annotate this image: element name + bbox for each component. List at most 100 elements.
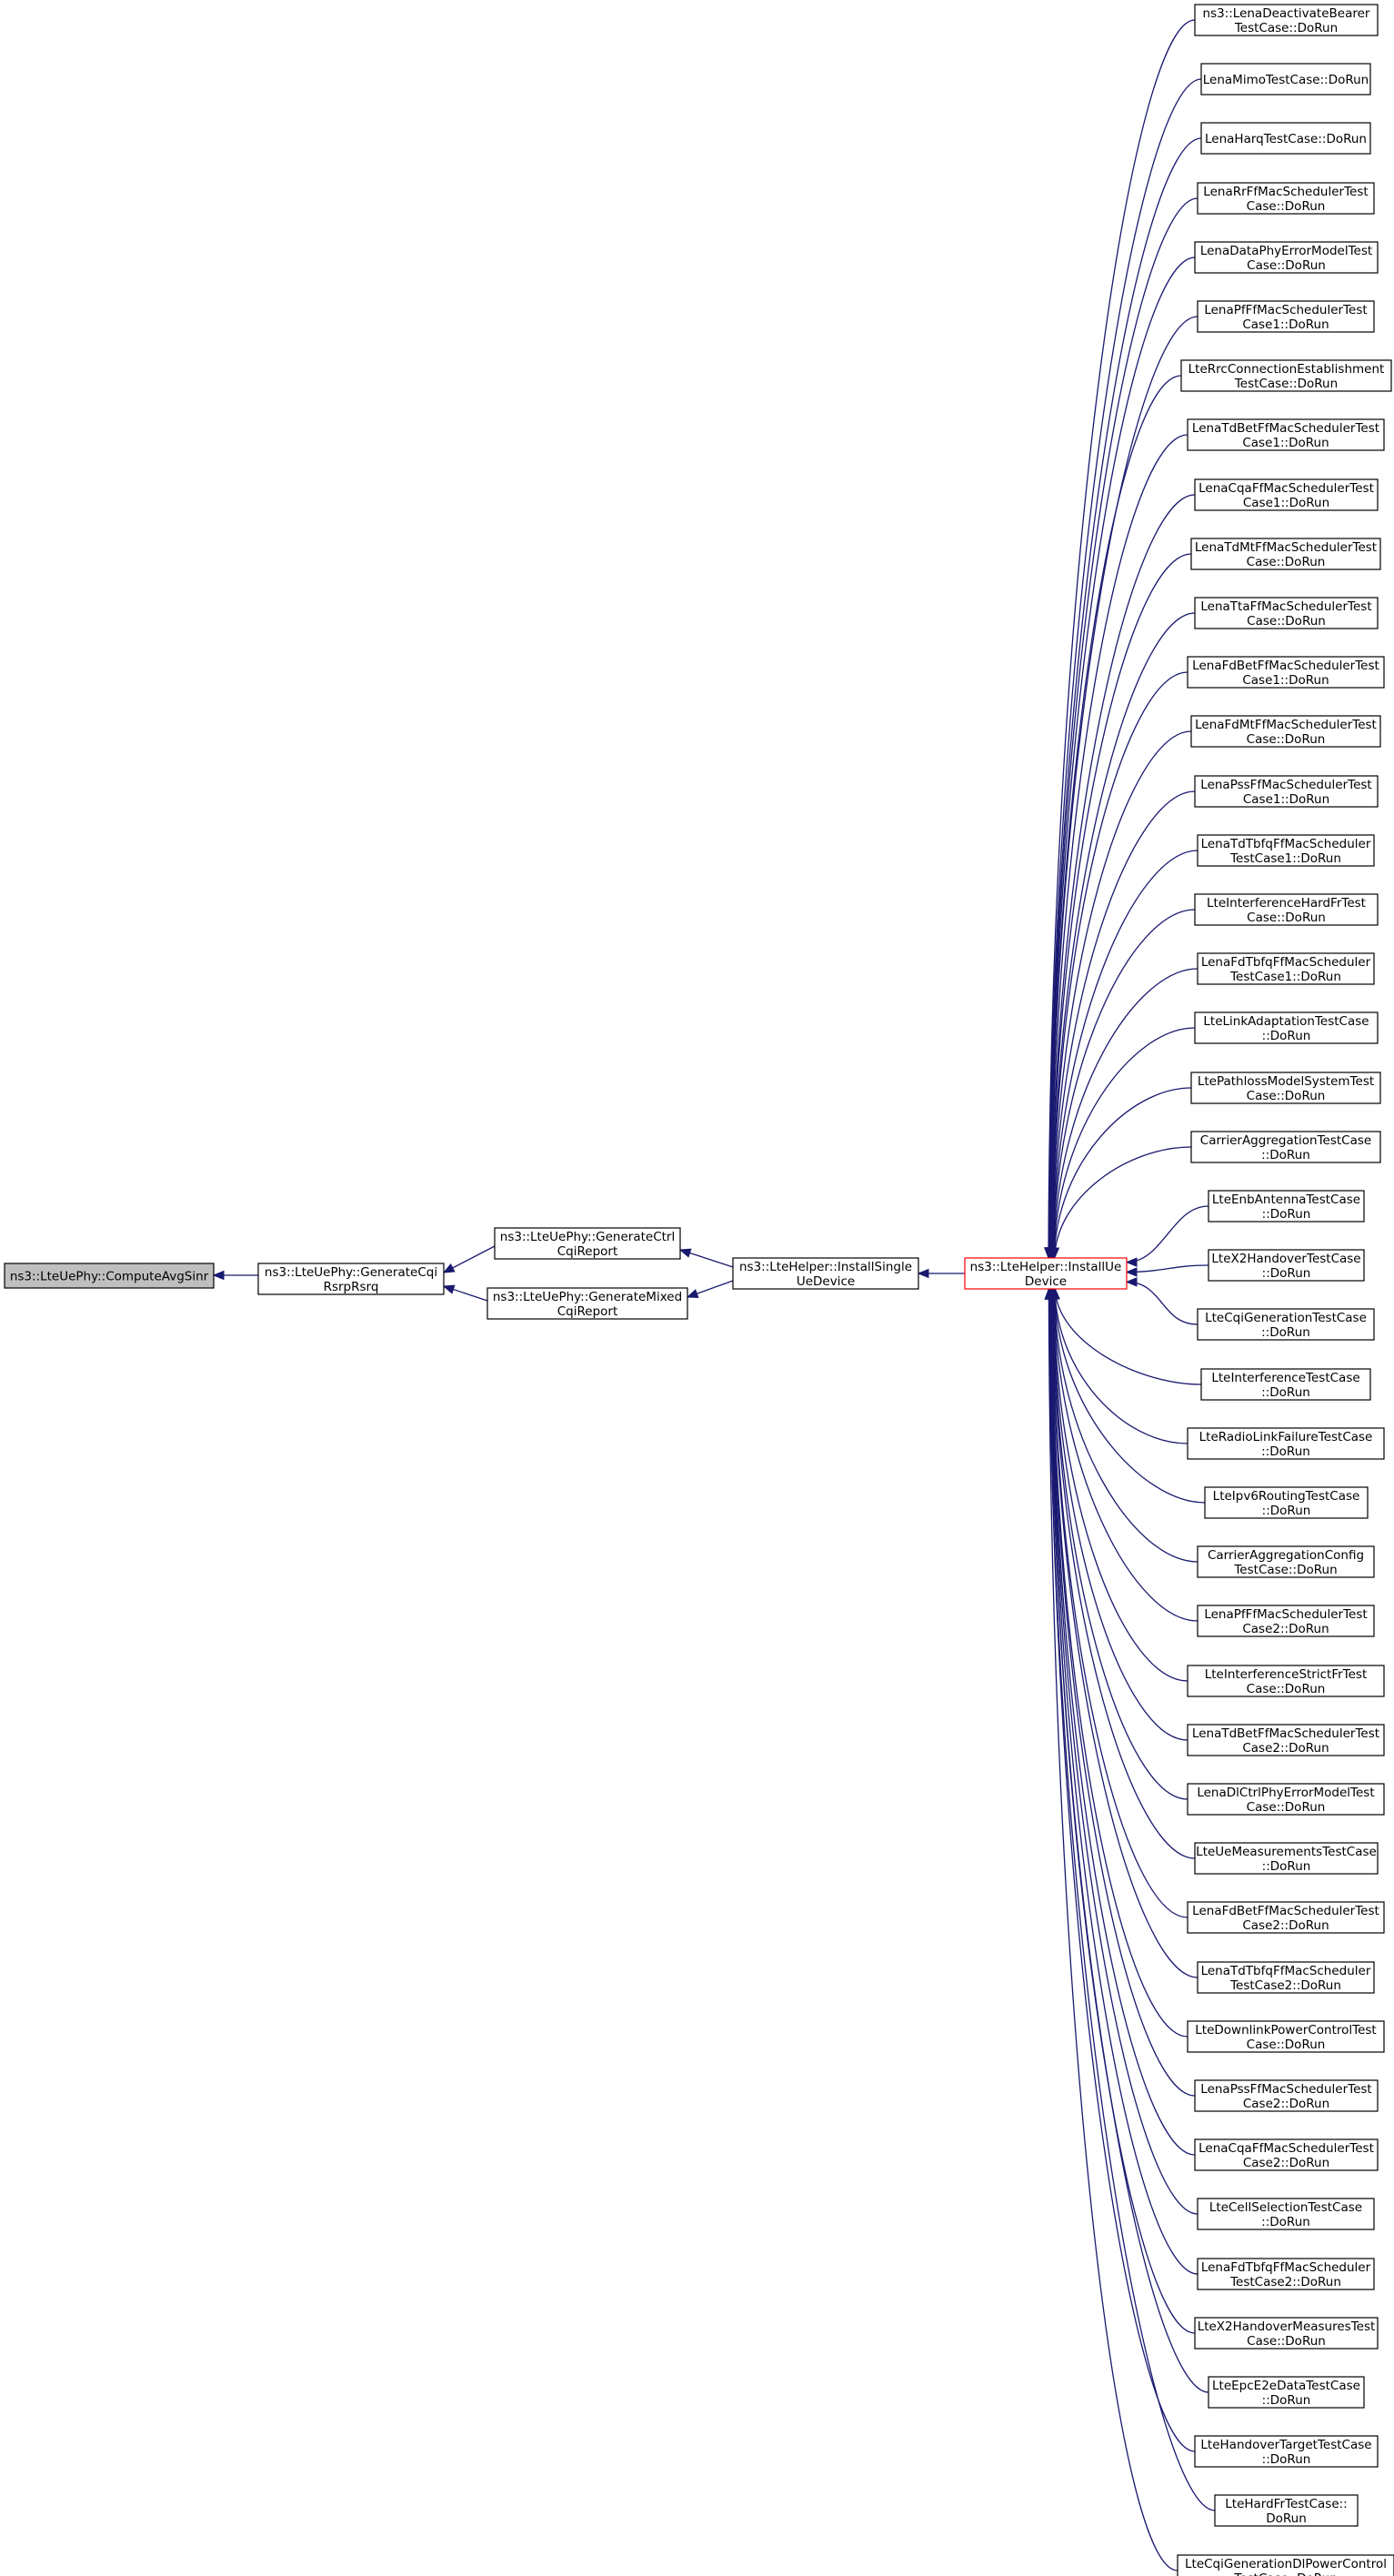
node-caller-lenaharqtestcase-dorun[interactable]: LenaHarqTestCase::DoRun — [1200, 122, 1371, 155]
node-box — [1208, 1190, 1365, 1223]
edge-caller-to-install-ue — [1049, 375, 1182, 1259]
node-label-line: LteX2HandoverMeasuresTest — [1198, 2319, 1376, 2334]
edge-caller-to-install-ue — [1051, 790, 1196, 1259]
edge-caller-to-install-ue — [1051, 1288, 1196, 1859]
node-box — [1197, 2198, 1375, 2230]
node-label-line: Case1::DoRun — [1242, 436, 1329, 450]
node-caller-ltecqigenerationtestcase-dorun[interactable]: LteCqiGenerationTestCase::DoRun — [1197, 1308, 1375, 1341]
node-box — [1187, 2020, 1385, 2053]
node-caller-lterrcconnectionestablishmenttestcase-dorun[interactable]: LteRrcConnectionEstablishmentTestCase::D… — [1180, 359, 1392, 392]
node-caller-carrieraggregationtestcase-dorun[interactable]: CarrierAggregationTestCase::DoRun — [1190, 1131, 1381, 1163]
node-box — [1197, 1308, 1375, 1341]
edge-caller-to-install-ue — [1048, 137, 1202, 1259]
edge-caller-to-install-ue — [1050, 1288, 1196, 2156]
node-label-line: ::DoRun — [1261, 2215, 1310, 2229]
node-label-line: ::DoRun — [1261, 1148, 1310, 1162]
node-label-line: Case::DoRun — [1247, 555, 1326, 569]
node-label-line: Case1::DoRun — [1243, 496, 1329, 510]
edge-caller-to-install-ue — [1052, 1288, 1188, 1800]
node-label-line: TestCase::DoRun — [1233, 1563, 1337, 1577]
node-label-line: LenaTdTbfqFfMacScheduler — [1201, 837, 1371, 851]
node-box — [1190, 1131, 1381, 1163]
node-box — [1200, 122, 1371, 155]
node-box — [1177, 2554, 1394, 2576]
edge-caller-to-install-ue — [1054, 1288, 1188, 1444]
node-caller-ltehardfrtestcase-dorun[interactable]: LteHardFrTestCase::DoRun — [1214, 2494, 1359, 2527]
edge-caller-to-install-ue — [1048, 1288, 1178, 2571]
node-box — [1194, 893, 1379, 926]
node-label-line: Case::DoRun — [1247, 1800, 1326, 1815]
node-label-line: LteInterferenceStrictFrTest — [1205, 1667, 1368, 1682]
edge-caller-to-install-ue — [1048, 19, 1196, 1259]
node-box — [1197, 300, 1375, 333]
node-caller-lenamimotestcase-dorun[interactable]: LenaMimoTestCase::DoRun — [1200, 63, 1371, 96]
node-box — [1190, 715, 1381, 748]
node-box — [1214, 2494, 1359, 2527]
node-label-line: Case::DoRun — [1247, 732, 1326, 747]
node-box — [1197, 1961, 1375, 1994]
edge-caller-to-install-ue — [1049, 316, 1198, 1259]
node-caller-lteradiolinkfailuretestcase-dorun[interactable]: LteRadioLinkFailureTestCase::DoRun — [1187, 1427, 1385, 1460]
node-label-line: LenaTdBetFfMacSchedulerTest — [1192, 1726, 1379, 1741]
node-caller-ltecellselectiontestcase-dorun[interactable]: LteCellSelectionTestCase::DoRun — [1197, 2198, 1375, 2230]
arrow-head — [678, 1248, 692, 1258]
edge-caller-to-install-ue — [1053, 1288, 1198, 1563]
node-caller-lteuemeasurementstestcase-dorun[interactable]: LteUeMeasurementsTestCase::DoRun — [1194, 1842, 1379, 1875]
node-label-line: LteUeMeasurementsTestCase — [1196, 1845, 1377, 1859]
node-label-line: LenaDlCtrlPhyErrorModelTest — [1197, 1786, 1374, 1800]
node-caller-ltelinkadaptationtestcase-dorun[interactable]: LteLinkAdaptationTestCase::DoRun — [1194, 1011, 1379, 1044]
edge-caller-to-install-ue — [1050, 553, 1192, 1259]
node-label-line: ::DoRun — [1262, 1266, 1311, 1281]
node-box — [494, 1227, 681, 1260]
arrow-head — [1125, 1267, 1138, 1277]
node-caller-lteepce2edatatestcase-dorun[interactable]: LteEpcE2eDataTestCase::DoRun — [1208, 2376, 1365, 2409]
node-label-line: ::DoRun — [1261, 1385, 1310, 1400]
node-compute-avg-sinr[interactable]: ns3::LteUePhy::ComputeAvgSinr — [4, 1263, 215, 1289]
node-caller-ltecqigenerationdlpowercontroltestcase-dorun[interactable]: LteCqiGenerationDlPowerControlTestCase::… — [1177, 2554, 1394, 2576]
node-label-line: Case2::DoRun — [1242, 1622, 1329, 1636]
node-box — [1200, 63, 1371, 96]
node-caller-ltehandovertargettestcase-dorun[interactable]: LteHandoverTargetTestCase::DoRun — [1194, 2435, 1379, 2468]
node-caller-lteenbantennatestcase-dorun[interactable]: LteEnbAntennaTestCase::DoRun — [1208, 1190, 1365, 1223]
node-box — [1194, 2317, 1379, 2350]
node-box — [1187, 1427, 1385, 1460]
node-caller-lteinterferencetestcase-dorun[interactable]: LteInterferenceTestCase::DoRun — [1200, 1368, 1371, 1401]
node-label-line: TestCase::DoRun — [1233, 2571, 1337, 2576]
node-label-line: ::DoRun — [1262, 1504, 1311, 1518]
node-label-line: LenaFdTbfqFfMacScheduler — [1201, 955, 1371, 970]
node-caller-lteipv6routingtestcase-dorun[interactable]: LteIpv6RoutingTestCase::DoRun — [1204, 1486, 1369, 1519]
node-caller-ltex2handovertestcase-dorun[interactable]: LteX2HandoverTestCase::DoRun — [1208, 1249, 1365, 1282]
